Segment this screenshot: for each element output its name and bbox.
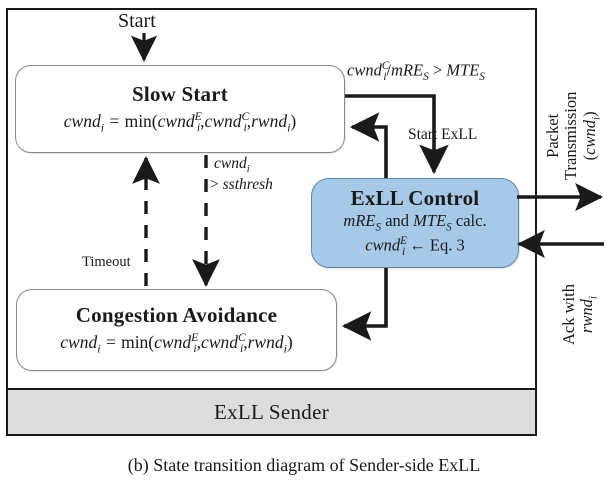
condition-label-mte: cwndCi/mRES > MTES <box>347 60 485 83</box>
packet-transmission-line1: Packet <box>543 113 562 158</box>
packet-transmission-label: Packet Transmission (cwndi) <box>543 91 603 180</box>
state-box-slow-start[interactable]: Slow Start cwndi = min(cwndEi,cwndCi,rwn… <box>15 65 345 153</box>
figure-caption: (b) State transition diagram of Sender-s… <box>127 455 481 475</box>
condition-label-ssthresh: cwndi > ssthresh <box>210 155 273 193</box>
slow-start-title: Slow Start <box>132 82 228 107</box>
exll-control-line2: cwndEi ← Eq. 3 <box>365 234 465 258</box>
congestion-avoidance-equation: cwndi = min(cwndEi,cwndCi,rwndi) <box>60 329 293 355</box>
ack-line2: rwndi <box>577 296 600 334</box>
start-label: Start <box>118 10 156 32</box>
ack-label: Ack with rwndi <box>559 284 600 345</box>
ack-line1: Ack with <box>559 284 578 345</box>
packet-transmission-line2: Transmission <box>561 91 581 180</box>
exll-sender-bar-label: ExLL Sender <box>213 399 330 424</box>
timeout-label: Timeout <box>82 254 131 270</box>
congestion-avoidance-title: Congestion Avoidance <box>75 303 278 328</box>
exll-control-line1: mRES and MTES calc. <box>343 211 487 234</box>
slow-start-equation: cwndi = min(cwndEi,cwndCi,rwndi) <box>63 108 297 134</box>
exll-control-title: ExLL Control <box>350 185 480 210</box>
exll-sender-bar: ExLL Sender <box>8 388 535 434</box>
packet-transmission-line3: (cwndi) <box>579 111 603 161</box>
state-box-congestion-avoidance[interactable]: Congestion Avoidance cwndi = min(cwndEi,… <box>16 289 337 371</box>
state-box-exll-control[interactable]: ExLL Control mRES and MTES calc. cwndEi … <box>311 178 519 268</box>
start-exll-label: Start ExLL <box>408 126 478 143</box>
